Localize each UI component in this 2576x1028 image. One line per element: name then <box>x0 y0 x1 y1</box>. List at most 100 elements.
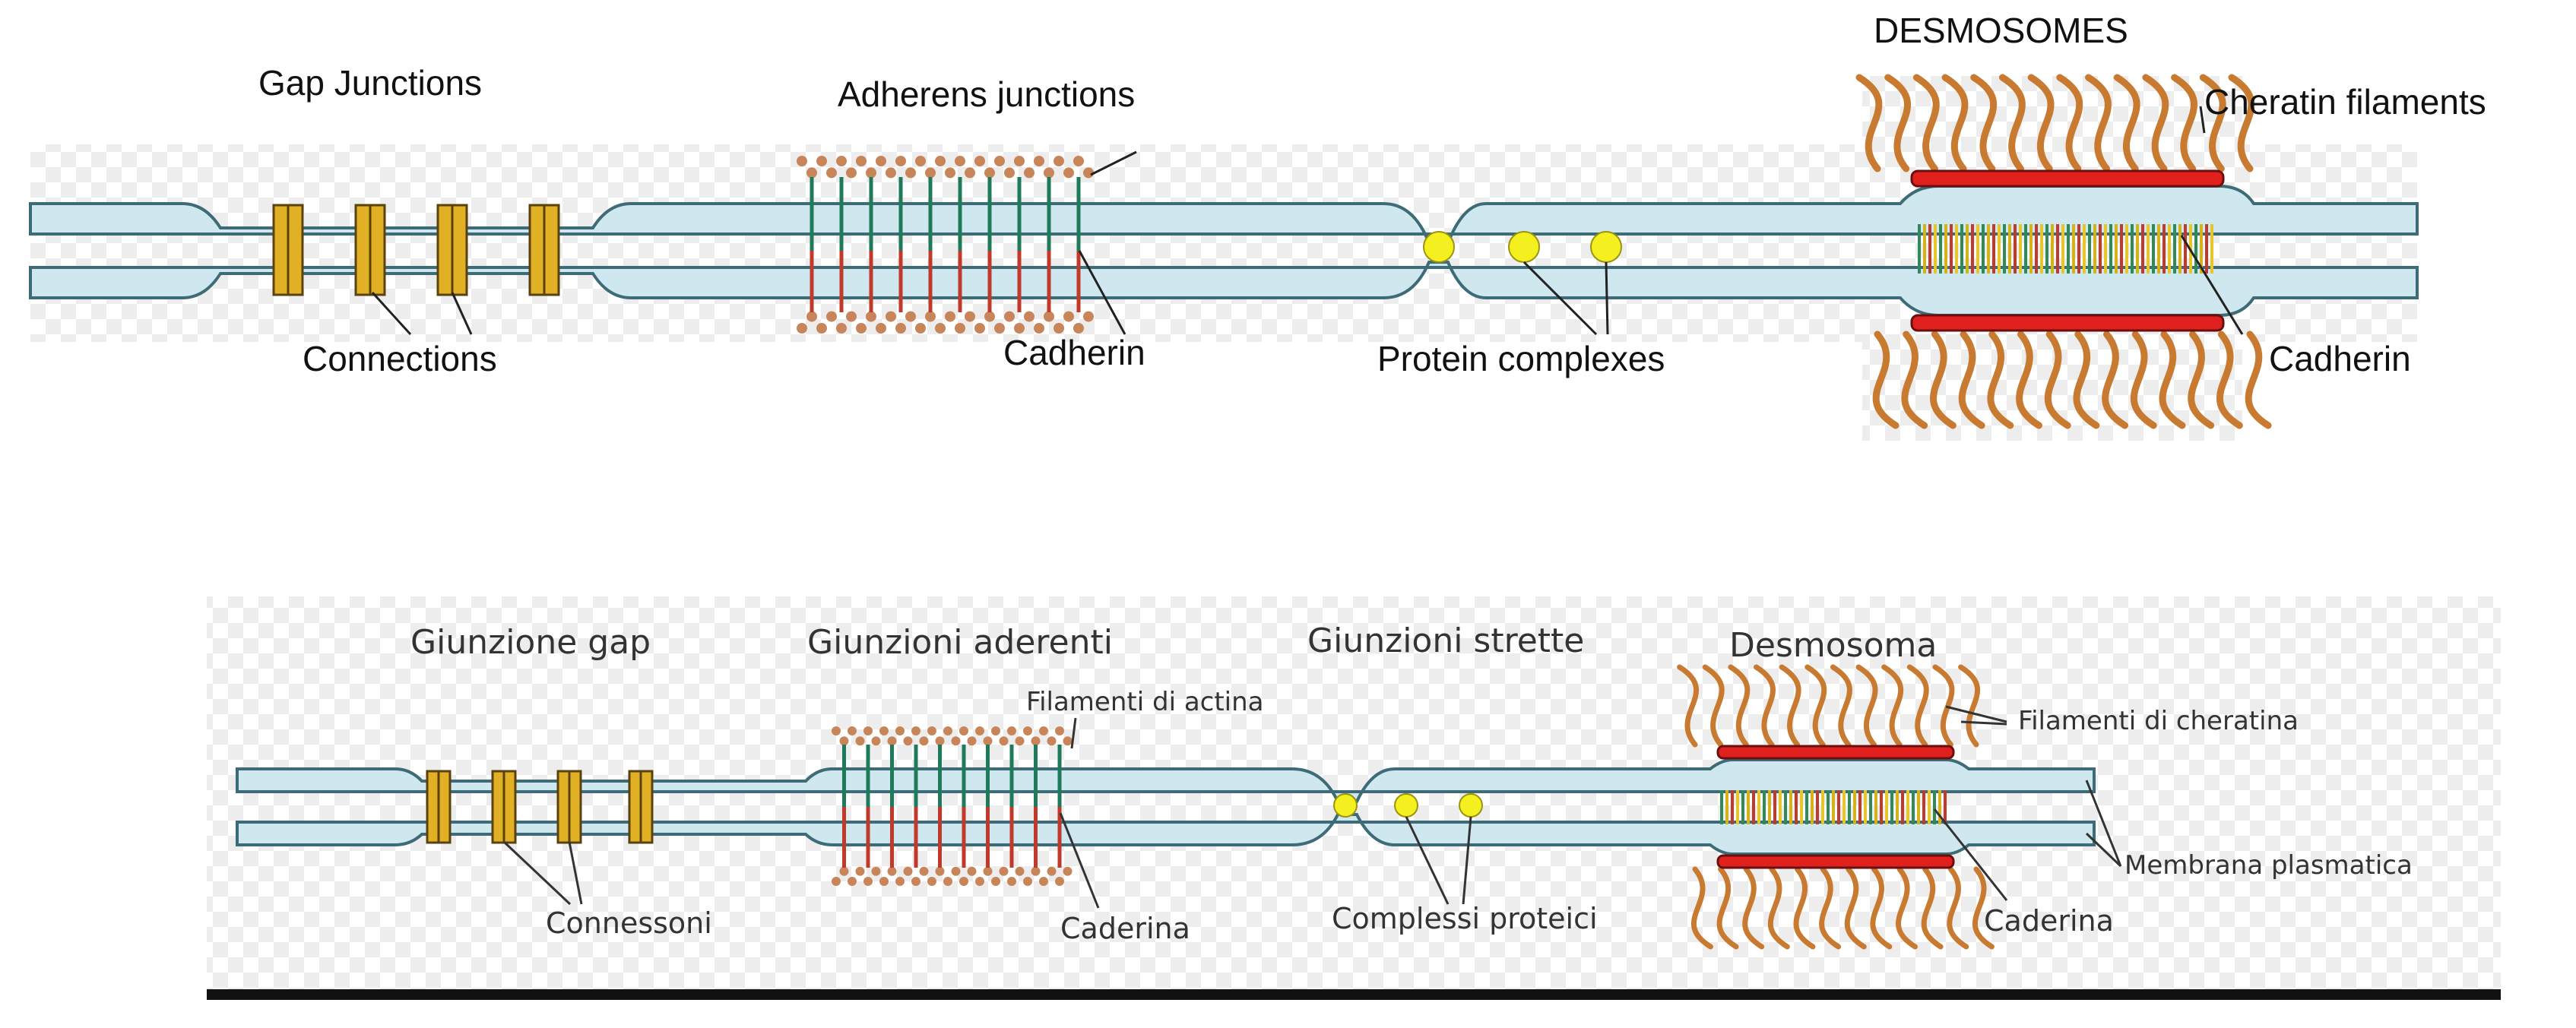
bottom-membrane-lower <box>236 813 2096 856</box>
connexon <box>628 770 654 844</box>
actin-dot <box>886 167 896 179</box>
connexon <box>436 204 468 296</box>
protein-complex <box>1423 231 1455 263</box>
top-adherens-structure <box>797 156 1094 334</box>
actin-dot <box>903 866 913 876</box>
top-protein-label: Protein complexes <box>1377 339 1665 378</box>
actin-dot <box>863 726 873 735</box>
keratin-filament <box>1855 74 1883 172</box>
bottom-cadherin-label-2: Caderina <box>1984 904 2114 938</box>
actin-dot <box>999 736 1009 746</box>
actin-dot <box>959 726 968 735</box>
actin-dot <box>1063 736 1073 746</box>
actin-dot <box>1014 323 1025 334</box>
actin-dot <box>1063 311 1074 322</box>
keratin-filament <box>1742 866 1765 950</box>
actin-dot <box>871 866 881 876</box>
actin-dot <box>1024 311 1035 322</box>
bottom-desmo-plaque-lower <box>1716 854 1955 869</box>
actin-dot <box>832 726 841 735</box>
keratin-filament <box>2044 331 2071 429</box>
actin-dot <box>895 726 905 735</box>
actin-dot <box>797 156 807 166</box>
actin-dot <box>965 167 975 179</box>
actin-dot <box>816 323 827 334</box>
keratin-filament <box>2159 331 2186 429</box>
keratin-filament <box>1855 664 1878 748</box>
actin-dot <box>1055 726 1064 735</box>
keratin-filament <box>1912 74 1940 172</box>
keratin-filament <box>1702 664 1725 748</box>
actin-dot <box>943 877 952 886</box>
keratin-filament <box>1677 664 1699 748</box>
actin-dot <box>935 323 946 334</box>
bottom-connexon-label: Connessoni <box>546 906 712 940</box>
protein-complex <box>1394 793 1418 818</box>
keratin-filament <box>2171 74 2197 172</box>
keratin-filament <box>1754 664 1776 748</box>
connexon <box>272 204 304 296</box>
actin-dot <box>848 726 857 735</box>
actin-dot <box>895 156 906 166</box>
actin-dot <box>1015 866 1025 876</box>
keratin-filament <box>1998 74 2026 172</box>
keratin-filament <box>2102 331 2129 429</box>
keratin-filament <box>2228 74 2255 172</box>
actin-dot <box>1031 736 1041 746</box>
bottom-panel: Giunzione gap Giunzioni aderenti Giunzio… <box>207 596 2501 1000</box>
keratin-filament <box>1830 664 1852 748</box>
top-panel: Gap Junctions Adherens junctions DESMOSO… <box>29 11 2486 441</box>
actin-dot <box>951 736 961 746</box>
keratin-filament <box>2113 74 2140 172</box>
keratin-filament <box>2216 331 2243 429</box>
bottom-cadherin-lines <box>842 745 1062 868</box>
keratin-filament <box>1896 866 1918 950</box>
keratin-filament <box>1872 331 1900 429</box>
actin-dot <box>846 311 857 322</box>
keratin-filament <box>1767 866 1790 950</box>
keratin-filament <box>1844 866 1867 950</box>
actin-dot <box>935 866 945 876</box>
actin-dot <box>895 323 906 334</box>
actin-dot <box>826 311 837 322</box>
actin-dot <box>1004 311 1015 322</box>
keratin-filament <box>1947 866 1969 950</box>
actin-dot <box>915 156 926 166</box>
top-actin-dots <box>797 156 1094 334</box>
connexon <box>528 204 560 296</box>
actin-dot <box>955 156 965 166</box>
keratin-filament <box>2056 74 2083 172</box>
actin-dot <box>886 311 896 322</box>
actin-dot <box>945 311 955 322</box>
actin-dot <box>905 167 916 179</box>
bottom-adherens-title: Giunzioni aderenti <box>807 623 1113 662</box>
actin-dot <box>943 726 952 735</box>
top-desmo-title: DESMOSOMES <box>1874 11 2128 50</box>
actin-dot <box>991 726 1000 735</box>
actin-dot <box>839 866 849 876</box>
keratin-filament <box>2085 74 2112 172</box>
connexon <box>426 770 452 844</box>
keratin-filament <box>1870 866 1893 950</box>
keratin-filament <box>1728 664 1751 748</box>
actin-dot <box>967 736 977 746</box>
keratin-filament <box>1921 866 1944 950</box>
actin-dot <box>1063 167 1074 179</box>
actin-dot <box>846 167 857 179</box>
top-keratin-filaments <box>1855 74 2272 429</box>
protein-complex <box>1508 231 1540 263</box>
bottom-desmosome <box>1677 664 1995 950</box>
actin-dot <box>974 156 985 166</box>
actin-dot <box>965 311 975 322</box>
keratin-filament <box>1881 664 1904 748</box>
actin-dot <box>915 323 926 334</box>
actin-dot <box>955 323 965 334</box>
keratin-filament <box>1906 664 1929 748</box>
actin-dot <box>1034 156 1044 166</box>
top-adherens-title: Adherens junctions <box>838 74 1135 114</box>
actin-dot <box>1047 736 1057 746</box>
bottom-keratin-label: Filamenti di cheratina <box>2018 706 2299 736</box>
bottom-actin-dots <box>832 726 1073 886</box>
actin-dot <box>994 323 1005 334</box>
actin-dot <box>945 167 955 179</box>
